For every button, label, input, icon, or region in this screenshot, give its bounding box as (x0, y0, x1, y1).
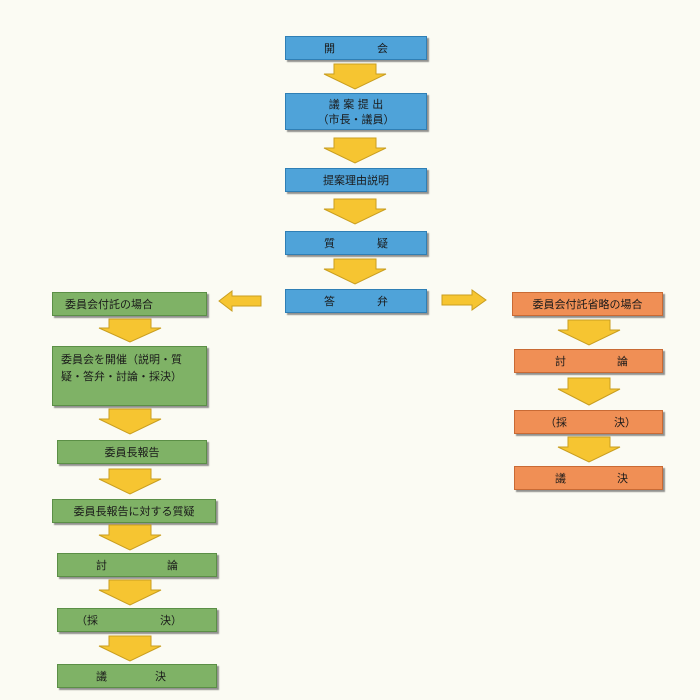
proposal-label: 議 案 提 出 (328, 97, 384, 111)
committee-debate-label-1: 討 (96, 559, 107, 572)
committee-header-box: 委員会付託の場合 (52, 292, 207, 316)
explanation-label: 提案理由説明 (323, 174, 389, 187)
omission-debate-label-2: 論 (617, 355, 628, 368)
arrow-down-committee-3-icon (98, 468, 162, 495)
arrow-right-icon (441, 289, 487, 311)
report-question-box: 委員長報告に対する質疑 (52, 499, 216, 523)
arrow-down-committee-6-icon (98, 635, 162, 662)
committee-vote-label-2: 決） (160, 614, 182, 627)
committee-decision-box: 議 決 (57, 664, 217, 688)
committee-header-label: 委員会付託の場合 (65, 298, 153, 311)
omission-decision-label-1: 議 (555, 472, 566, 485)
committee-decision-label-2: 決 (155, 670, 166, 683)
proposal-box: 議 案 提 出 （市長・議員） (285, 93, 427, 130)
arrow-down-2-icon (323, 137, 387, 164)
arrow-down-omission-1-icon (557, 319, 621, 346)
answer-label-2: 弁 (377, 295, 388, 308)
committee-meeting-label: 委員会を開催（説明・質疑・答弁・討論・採決） (61, 353, 182, 383)
report-question-label: 委員長報告に対する質疑 (73, 505, 195, 518)
arrow-down-committee-5-icon (98, 579, 162, 606)
question-label-2: 疑 (377, 237, 388, 250)
committee-meeting-box: 委員会を開催（説明・質疑・答弁・討論・採決） (52, 346, 207, 406)
committee-vote-box: （採 決） (57, 608, 217, 632)
answer-label-1: 答 (324, 295, 335, 308)
omission-debate-label-1: 討 (555, 355, 566, 368)
omission-decision-label-2: 決 (617, 472, 628, 485)
committee-debate-box: 討 論 (57, 553, 217, 577)
omission-vote-label-1: （採 (545, 416, 567, 429)
arrow-down-1-icon (323, 63, 387, 90)
committee-vote-label-1: （採 (76, 614, 98, 627)
arrow-down-committee-4-icon (98, 524, 162, 551)
omission-debate-box: 討 論 (514, 349, 663, 373)
omission-header-box: 委員会付託省略の場合 (512, 292, 663, 316)
omission-vote-label-2: 決） (614, 416, 636, 429)
question-label-1: 質 (324, 237, 335, 250)
opening-label-1: 開 (324, 42, 335, 55)
omission-header-label: 委員会付託省略の場合 (532, 298, 643, 311)
proposal-sublabel: （市長・議員） (317, 112, 395, 126)
committee-debate-label-2: 論 (167, 559, 178, 572)
arrow-down-4-icon (323, 258, 387, 285)
committee-decision-label-1: 議 (96, 670, 107, 683)
arrow-down-omission-3-icon (557, 436, 621, 463)
arrow-down-3-icon (323, 198, 387, 225)
arrow-left-icon (218, 289, 262, 313)
question-box: 質 疑 (285, 231, 427, 255)
opening-label-2: 会 (377, 42, 388, 55)
arrow-down-committee-1-icon (98, 318, 162, 343)
omission-vote-box: （採 決） (514, 410, 663, 434)
explanation-box: 提案理由説明 (285, 168, 427, 192)
answer-box: 答 弁 (285, 289, 427, 313)
arrow-down-committee-2-icon (98, 408, 162, 435)
committee-report-label: 委員長報告 (104, 446, 160, 459)
arrow-down-omission-2-icon (557, 377, 621, 406)
committee-report-box: 委員長報告 (57, 440, 207, 464)
opening-box: 開 会 (285, 36, 427, 60)
omission-decision-box: 議 決 (514, 466, 663, 490)
